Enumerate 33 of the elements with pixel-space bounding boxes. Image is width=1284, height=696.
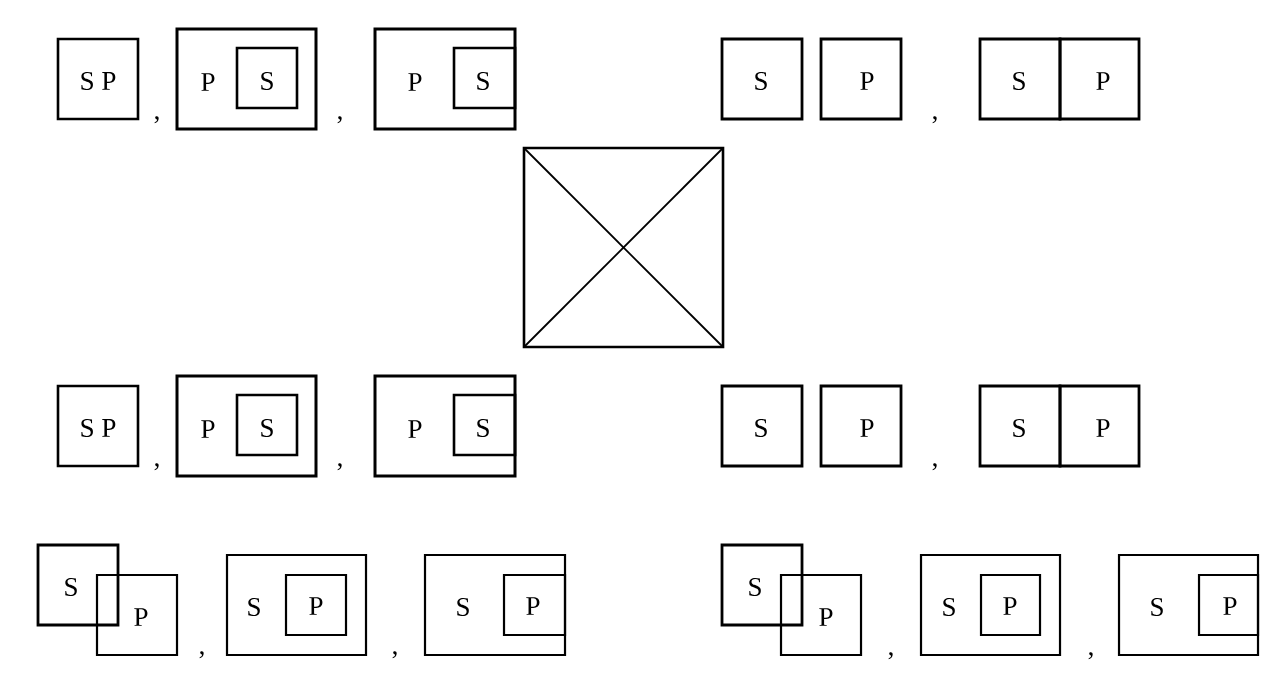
set-box: P: [979, 573, 1042, 637]
set-box: P: [1197, 573, 1260, 637]
set-box: P: [284, 573, 348, 637]
set-box: S: [720, 543, 804, 627]
set-box: P: [819, 384, 903, 468]
comma: ,: [154, 463, 159, 471]
comma: ,: [392, 651, 397, 659]
comma: ,: [199, 651, 204, 659]
set-box: S: [235, 46, 299, 110]
set-box: P: [502, 573, 567, 637]
set-box: P: [1058, 37, 1141, 121]
comma: ,: [932, 463, 937, 471]
set-box: P: [1058, 384, 1141, 468]
set-box: S: [978, 37, 1062, 121]
crossed-square: [522, 146, 725, 349]
comma: ,: [337, 463, 342, 471]
set-box: S P: [56, 37, 140, 121]
set-box: S P: [56, 384, 140, 468]
set-box: P: [779, 573, 863, 657]
set-box: S: [720, 384, 804, 468]
set-box: S: [978, 384, 1062, 468]
comma: ,: [154, 116, 159, 124]
set-box: S: [452, 393, 517, 457]
set-box: S: [720, 37, 804, 121]
set-box: P: [95, 573, 179, 657]
set-box: P: [819, 37, 903, 121]
set-box: S: [235, 393, 299, 457]
set-box: S: [452, 46, 517, 110]
comma: ,: [337, 116, 342, 124]
set-box: S: [36, 543, 120, 627]
comma: ,: [1088, 652, 1093, 660]
comma: ,: [932, 116, 937, 124]
comma: ,: [888, 652, 893, 660]
